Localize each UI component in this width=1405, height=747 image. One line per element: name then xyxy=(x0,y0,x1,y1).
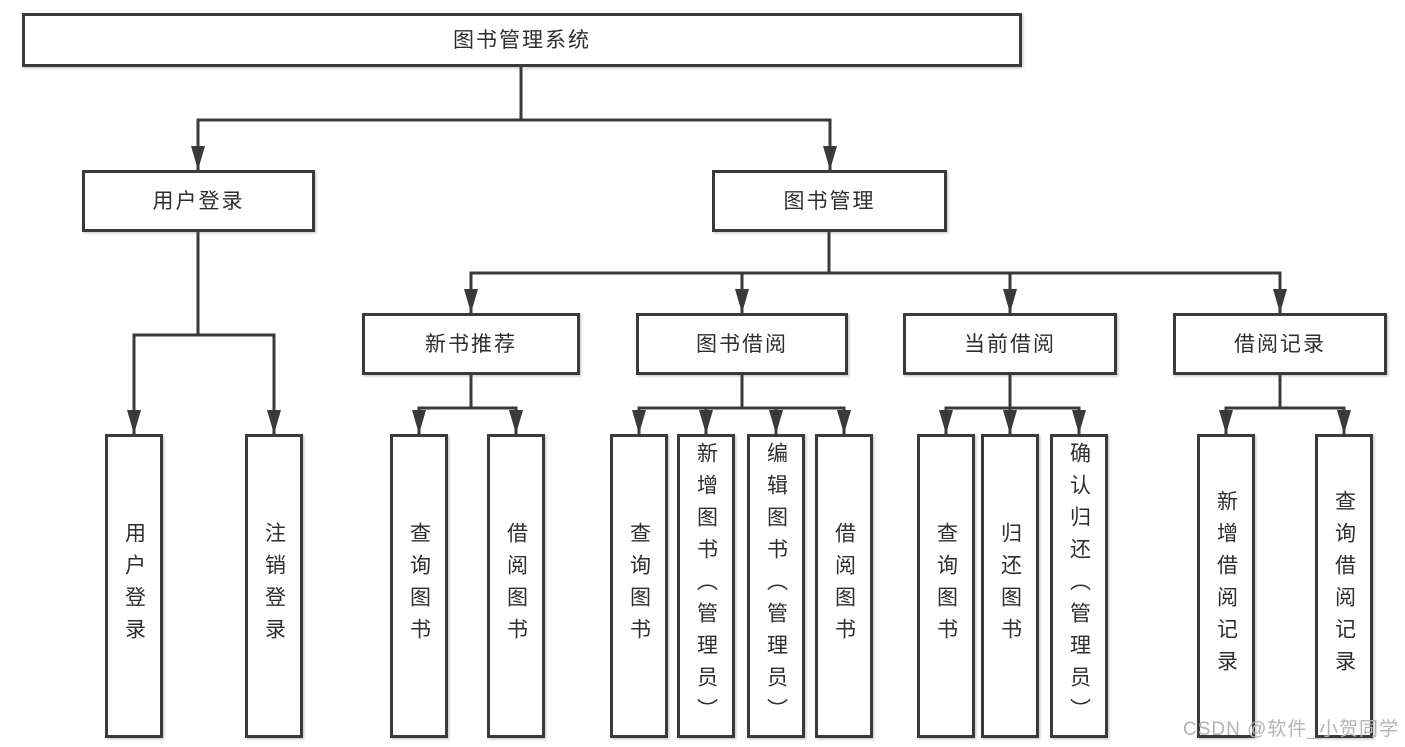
leaf-label: 查询图书 xyxy=(627,522,651,650)
node-label: 图书管理 xyxy=(783,189,876,213)
leaf-borrow-books: 借阅图书 xyxy=(815,434,873,738)
leaf-confirm-return-admin: 确认归还（管理员） xyxy=(1050,434,1108,738)
node-label: 图书借阅 xyxy=(696,332,788,356)
leaf-user-login: 用户登录 xyxy=(105,434,163,738)
leaf-label: 编辑图书（管理员） xyxy=(764,442,788,730)
leaf-label: 查询图书 xyxy=(407,522,431,650)
node-current-borrowing: 当前借阅 xyxy=(903,313,1117,375)
csdn-watermark: CSDN @软件_小贺同学 xyxy=(1183,719,1399,740)
leaf-query-borrow-record: 查询借阅记录 xyxy=(1315,434,1373,738)
node-borrowing-records: 借阅记录 xyxy=(1173,313,1387,375)
node-library-system: 图书管理系统 xyxy=(22,13,1022,67)
leaf-edit-book-admin: 编辑图书（管理员） xyxy=(747,434,805,738)
leaf-logout: 注销登录 xyxy=(245,434,303,738)
leaf-label: 借阅图书 xyxy=(832,522,856,650)
node-book-borrowing: 图书借阅 xyxy=(636,313,848,375)
leaf-label: 借阅图书 xyxy=(504,522,528,650)
node-label: 新书推荐 xyxy=(425,332,517,356)
node-user-login-branch: 用户登录 xyxy=(82,170,315,232)
node-book-management-branch: 图书管理 xyxy=(712,170,947,232)
leaf-label: 确认归还（管理员） xyxy=(1067,442,1091,730)
node-label: 借阅记录 xyxy=(1234,332,1326,356)
leaf-label: 新增借阅记录 xyxy=(1214,490,1238,682)
leaf-label: 用户登录 xyxy=(122,522,146,650)
leaf-label: 归还图书 xyxy=(998,522,1022,650)
leaf-label: 新增图书（管理员） xyxy=(694,442,718,730)
leaf-add-book-admin: 新增图书（管理员） xyxy=(677,434,735,738)
node-label: 图书管理系统 xyxy=(453,28,591,52)
leaf-label: 查询图书 xyxy=(934,522,958,650)
leaf-return-books: 归还图书 xyxy=(981,434,1039,738)
leaf-query-books-current: 查询图书 xyxy=(917,434,975,738)
leaf-borrow-books-recommend: 借阅图书 xyxy=(487,434,545,738)
node-label: 当前借阅 xyxy=(964,332,1056,356)
leaf-query-books-recommend: 查询图书 xyxy=(390,434,448,738)
node-new-book-recommend: 新书推荐 xyxy=(362,313,580,375)
leaf-label: 注销登录 xyxy=(262,522,286,650)
leaf-add-borrow-record: 新增借阅记录 xyxy=(1197,434,1255,738)
leaf-label: 查询借阅记录 xyxy=(1332,490,1356,682)
node-label: 用户登录 xyxy=(152,189,245,213)
leaf-query-books-borrow: 查询图书 xyxy=(610,434,668,738)
